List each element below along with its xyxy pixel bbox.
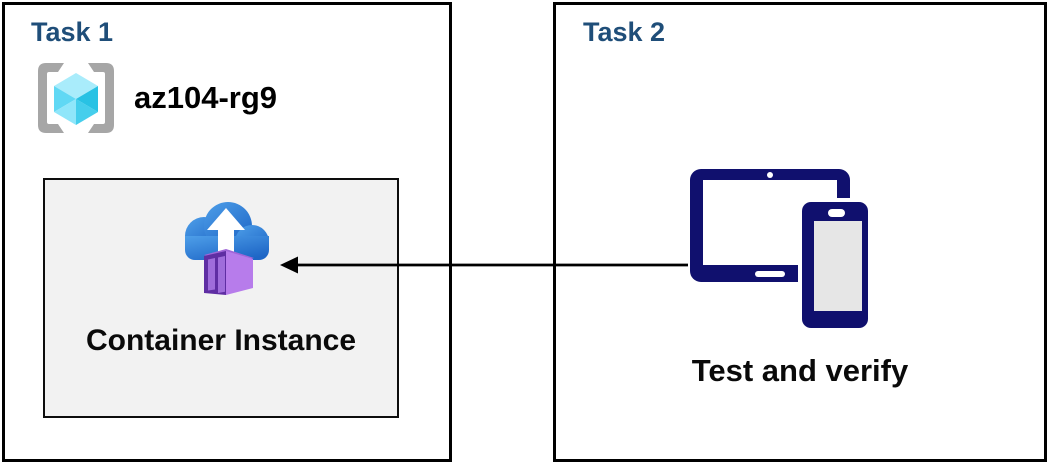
task2-title: Task 2 xyxy=(583,17,666,47)
task1-panel: Task 1 az104-rg9 xyxy=(2,2,452,462)
resource-group-row: az104-rg9 xyxy=(36,63,277,133)
task1-title: Task 1 xyxy=(31,17,114,47)
task2-panel: Task 2 Test and verify xyxy=(553,2,1047,462)
tablet-and-phone-icon xyxy=(690,169,872,332)
test-and-verify-label: Test and verify xyxy=(691,353,909,388)
container-instance-label: Container Instance xyxy=(85,324,357,357)
resource-group-name: az104-rg9 xyxy=(134,80,278,115)
resource-group-icon xyxy=(38,63,114,133)
container-instance-icon xyxy=(185,202,269,295)
container-instance-box: Container Instance xyxy=(43,178,399,418)
